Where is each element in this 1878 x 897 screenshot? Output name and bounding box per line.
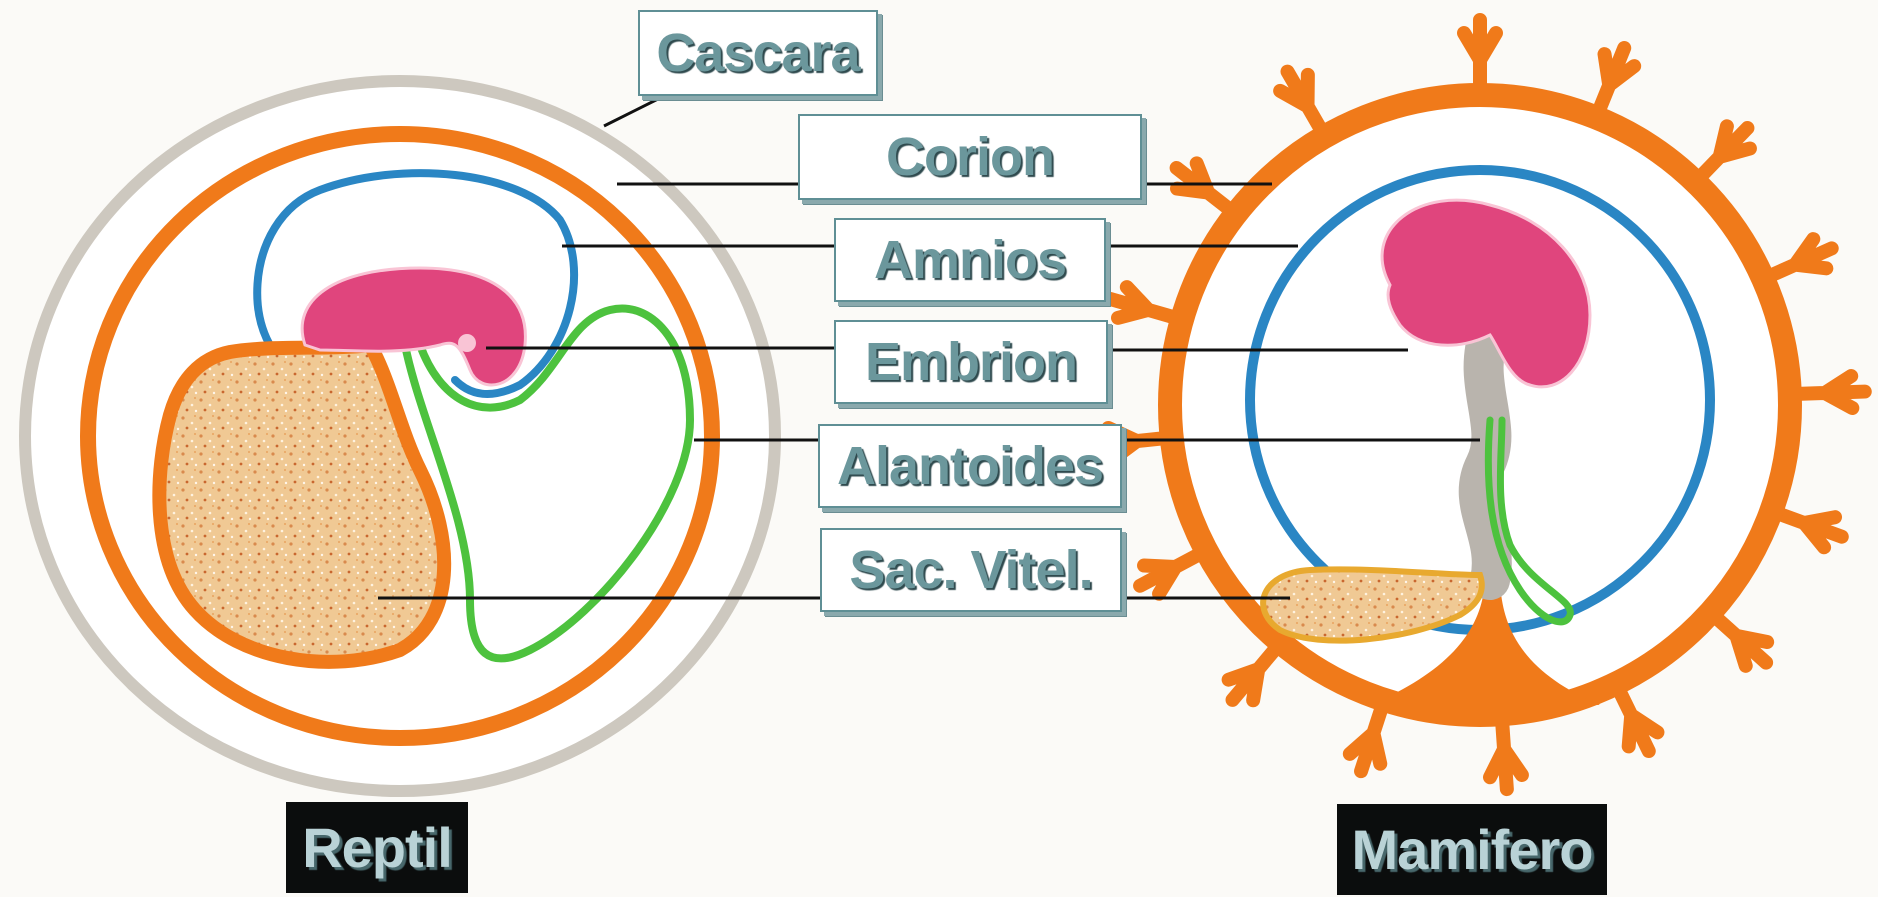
reptile-egg: [25, 81, 775, 791]
reptile-embryo-eye: [458, 334, 476, 352]
sac-vitel-label: Sac. Vitel.: [820, 528, 1122, 612]
mammal-embryo: [1095, 20, 1865, 790]
cascara-label: Cascara: [638, 10, 878, 96]
embrion-label: Embrion: [834, 320, 1108, 404]
mamifero-title: Mamifero: [1337, 804, 1607, 895]
alantoides-label: Alantoides: [818, 424, 1122, 508]
amnios-label: Amnios: [834, 218, 1106, 302]
reptil-title: Reptil: [286, 802, 468, 893]
corion-label: Corion: [798, 114, 1142, 200]
leader-line-cascara: [604, 97, 662, 126]
